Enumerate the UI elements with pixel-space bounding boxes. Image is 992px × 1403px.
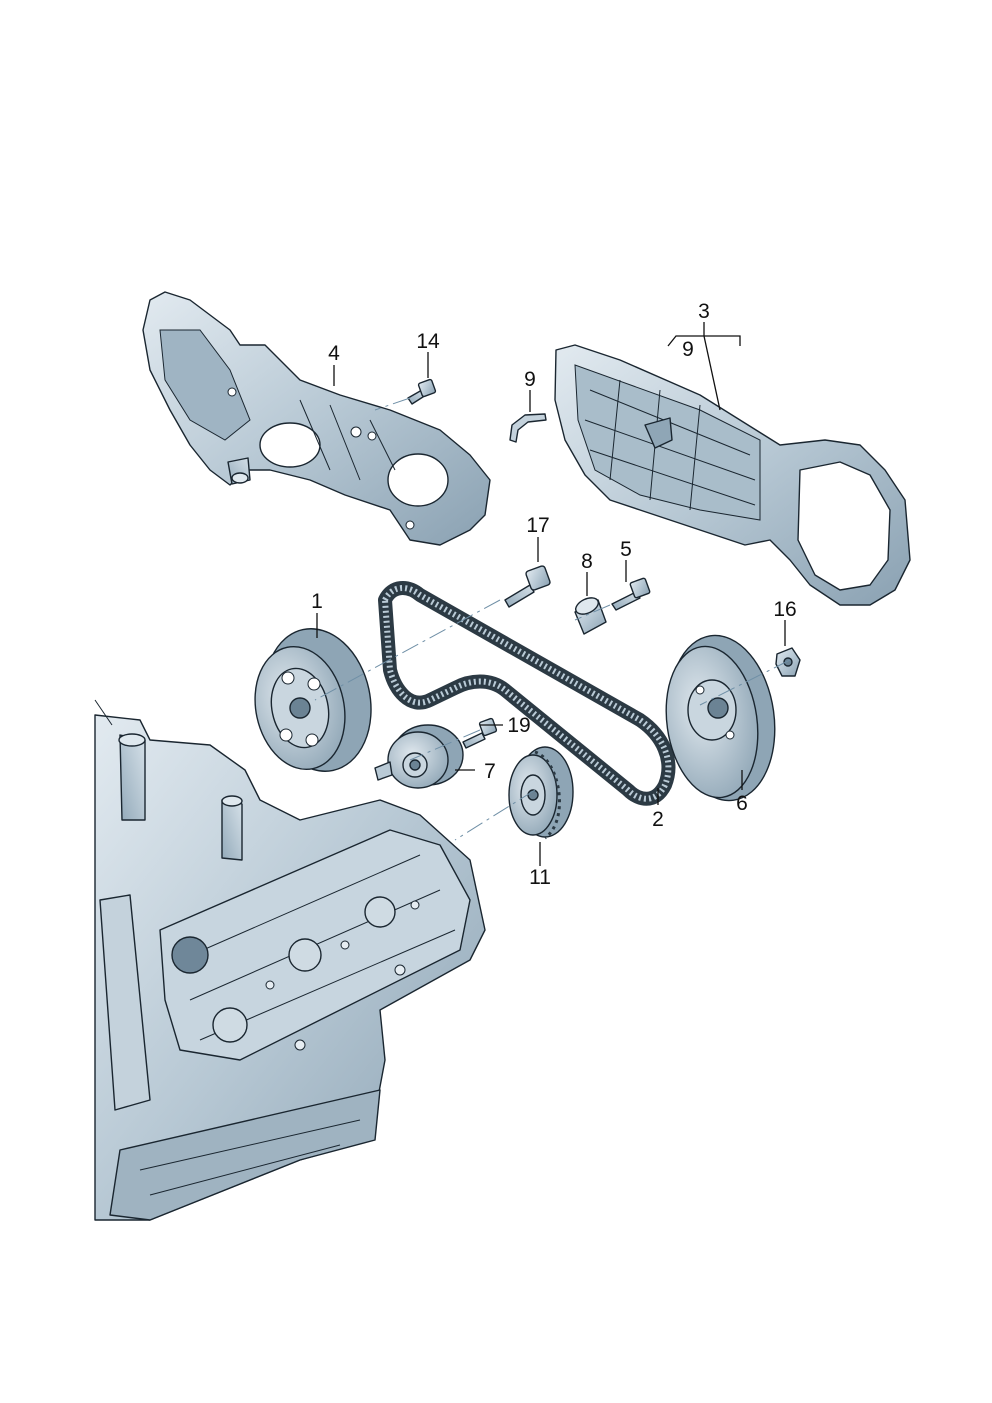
engine-block [94, 699, 486, 1221]
pulley [665, 634, 776, 802]
label-part-1: 1 [311, 590, 323, 613]
bolt-14 [407, 378, 437, 405]
spacer-sleeve-8 [574, 597, 607, 635]
label-part-4: 4 [328, 342, 340, 365]
rear-timing-cover [142, 291, 491, 546]
callout-labels: 1 2 3 4 5 6 7 8 9 9 11 14 16 17 19 [311, 300, 797, 889]
label-part-3: 3 [698, 300, 710, 323]
label-part-17: 17 [526, 514, 549, 537]
clip-9 [509, 413, 547, 443]
camshaft-sprocket [254, 628, 372, 772]
label-part-5: 5 [620, 538, 632, 561]
front-timing-cover [554, 344, 911, 606]
label-part-14: 14 [416, 330, 440, 353]
tensioner-roller [374, 724, 464, 789]
bolt-17 [504, 565, 551, 608]
bolt-19 [462, 717, 498, 749]
callout-leader-lines [316, 322, 786, 866]
label-part-8: 8 [581, 550, 593, 573]
timing-belt [378, 581, 676, 806]
label-part-2: 2 [652, 808, 664, 831]
label-part-9-clip: 9 [524, 368, 536, 391]
label-part-16: 16 [773, 598, 796, 621]
crankshaft-sprocket [508, 746, 574, 840]
label-part-6: 6 [736, 792, 748, 815]
label-part-11: 11 [529, 866, 551, 889]
label-part-7: 7 [484, 760, 496, 783]
bolt-5 [611, 577, 651, 611]
assembly-axis-lines [314, 397, 791, 841]
label-part-9-cover: 9 [682, 338, 694, 361]
nut-16 [775, 647, 801, 677]
label-part-19: 19 [507, 714, 530, 737]
